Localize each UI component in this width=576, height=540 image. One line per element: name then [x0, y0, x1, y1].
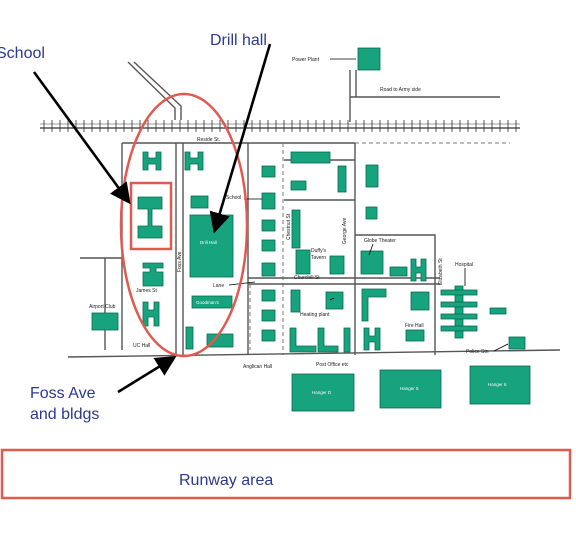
building-d: [365, 164, 379, 188]
building-h: [329, 255, 345, 275]
label-road-to-army-side: Road to Army side: [380, 87, 421, 93]
callout-and-bldgs: and bldgs: [30, 406, 99, 423]
building-narrow: [185, 326, 194, 350]
building-col-5: [261, 262, 276, 277]
hangar-5-building: [379, 369, 442, 409]
map-labels: Power Plant Road to Army side Reside St.…: [89, 57, 507, 395]
label-police-stn: Police Stn: [466, 349, 489, 355]
callout-school: School: [0, 45, 45, 62]
building-small: [190, 195, 209, 209]
building-col-3: [261, 219, 276, 232]
hangar-d-building: [291, 373, 355, 412]
label-fire-hall: Fire Hall: [405, 323, 424, 329]
building-l2: [317, 327, 339, 353]
label-churchill-st: Churchill St: [294, 275, 320, 281]
building-h2: [184, 151, 204, 171]
drill-hall-building: [189, 214, 234, 278]
label-power-plant: Power Plant: [292, 57, 320, 63]
heating-plant-building: [325, 291, 344, 310]
label-chestnut-st: Chestnut St: [286, 213, 292, 240]
building-c: [337, 165, 347, 193]
building-l: [361, 288, 387, 322]
label-james-st: James St: [136, 288, 157, 294]
hospital-building: [440, 285, 507, 339]
building-l1: [289, 327, 317, 353]
building-h3: [142, 301, 160, 327]
label-hangar-d: Hanger D: [312, 390, 332, 395]
building-f: [291, 209, 301, 249]
school-building: [137, 196, 163, 239]
foss-ave-arrow: [117, 355, 177, 394]
goodmans-building: [191, 295, 233, 309]
building-l3: [343, 327, 351, 353]
building-e: [365, 206, 378, 220]
callout-foss-ave: Foss Ave: [30, 385, 96, 402]
label-lane: Lane: [213, 283, 224, 289]
label-elizabeth-st: Elizabeth St: [438, 258, 444, 285]
building-g: [295, 249, 311, 275]
globe-theater-building: [360, 250, 384, 275]
foss-ave-highlight-ellipse: [119, 92, 249, 358]
building-h1: [142, 151, 162, 171]
building-col-1: [261, 165, 276, 178]
police-stn-building: [508, 336, 526, 350]
label-airport-club: Airport Club: [89, 304, 116, 310]
building-col-8: [261, 329, 276, 342]
drill-hall-arrow: [209, 43, 272, 234]
road-network: [67, 61, 561, 358]
building-b: [290, 180, 307, 191]
label-hospital: Hospital: [455, 262, 473, 268]
label-school: School: [226, 195, 241, 201]
building-h5: [363, 327, 381, 351]
label-goodmans: Goodman's: [196, 300, 220, 305]
school-highlight-box: [129, 181, 173, 251]
hangar-6-building: [469, 365, 531, 405]
label-reside-st: Reside St.: [197, 137, 220, 143]
airport-club-building: [91, 312, 119, 331]
building-j: [290, 289, 301, 313]
label-hangar-6: Hanger 6: [488, 382, 507, 387]
label-drill-hall: Drill Hall: [200, 240, 217, 245]
building-a: [290, 151, 331, 164]
building-col-4: [261, 239, 276, 252]
callout-runway-area: Runway area: [179, 472, 273, 489]
buildings: [91, 47, 531, 412]
power-plant-building: [357, 47, 381, 71]
building-h4: [410, 258, 427, 282]
railway-track: [40, 120, 520, 132]
label-globe-theater: Globe Theater: [364, 238, 396, 244]
label-anglican-hall: Anglican Hall: [243, 364, 272, 370]
runway-area-box: [0, 448, 572, 500]
label-george-ave: George Ave: [342, 217, 348, 244]
label-duffys: Duffy's: [311, 248, 327, 254]
building-k: [410, 291, 430, 311]
building-col-7: [261, 309, 276, 322]
fire-hall-building: [405, 329, 425, 342]
label-post-office: Post Office etc: [316, 362, 349, 368]
label-uc-hall: UC Hall: [133, 343, 150, 349]
label-hangar-5: Hanger 5: [400, 386, 419, 391]
label-heating-plant: Heating plant: [300, 312, 330, 318]
building-i: [389, 266, 408, 277]
label-foss-ave: Foss Ave: [177, 251, 183, 272]
building-col-6: [261, 289, 276, 302]
building-james: [142, 262, 164, 287]
building-col-2: [261, 192, 276, 210]
callout-arrows: [32, 43, 272, 394]
school-arrow: [32, 71, 131, 205]
label-tavern: Tavern: [311, 255, 326, 261]
callout-drill-hall: Drill hall: [210, 32, 267, 49]
